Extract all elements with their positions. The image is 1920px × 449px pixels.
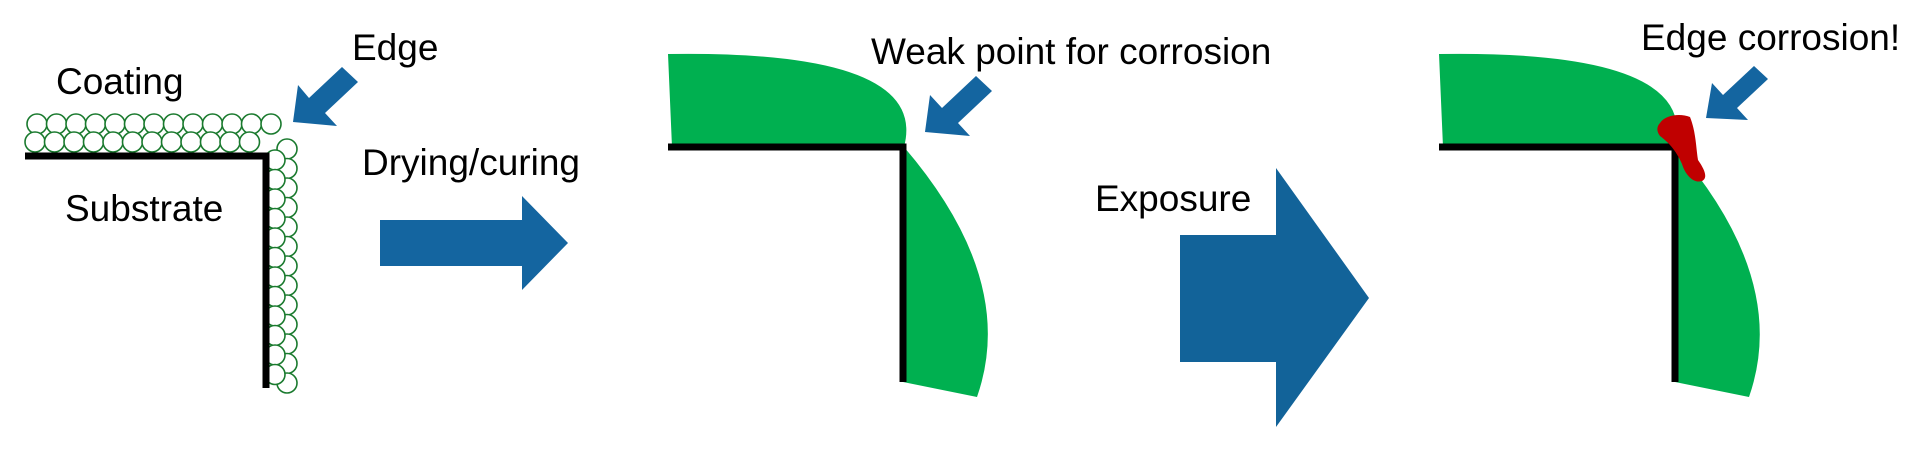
coating-bead [121, 131, 144, 153]
panel-edge-corrosion: Edge corrosion! [1439, 17, 1900, 397]
coating-bead [82, 131, 105, 153]
coating-bead [260, 113, 282, 135]
coating-bead [63, 131, 85, 153]
coating-bead [143, 113, 165, 135]
edge-corrosion-label: Edge corrosion! [1641, 17, 1900, 58]
coating-bead [221, 113, 243, 135]
coating-bead [180, 131, 202, 153]
coating-bead [65, 113, 87, 135]
coating-bead [219, 131, 241, 153]
coating-bead [160, 131, 183, 153]
coating-bead [123, 113, 146, 135]
coating-bead [45, 113, 68, 135]
panel-wet-coating: Coating Edge Substrate [24, 27, 438, 394]
edge-label: Edge [352, 27, 438, 68]
cured-coating-shape [668, 53, 988, 397]
coating-bead [43, 131, 66, 153]
panel-cured-coating: Weak point for corrosion [668, 31, 1271, 397]
substrate-label: Substrate [65, 188, 223, 229]
coating-beads [24, 113, 298, 394]
weak-point-pointer-arrow-icon [925, 76, 992, 136]
edge-pointer-arrow-icon [293, 67, 358, 126]
corrosion-pointer-arrow-icon [1706, 66, 1768, 120]
coating-bead [238, 131, 261, 153]
weak-point-label: Weak point for corrosion [871, 31, 1271, 72]
coating-bead [84, 113, 107, 135]
corrosion-spot [1657, 115, 1706, 182]
coating-bead [104, 113, 126, 135]
coating-bead [199, 131, 222, 153]
coating-bead [24, 131, 46, 153]
exposure-label: Exposure [1095, 178, 1251, 219]
coating-bead [141, 131, 163, 153]
drying-arrow-icon [380, 196, 568, 290]
cured-coating-shape [1439, 53, 1760, 397]
process-step-drying: Drying/curing [362, 142, 580, 290]
substrate-corner [1439, 143, 1679, 382]
coating-bead [201, 113, 224, 135]
coating-bead [182, 113, 204, 135]
coating-label: Coating [56, 61, 184, 102]
coating-bead [240, 113, 263, 135]
drying-curing-label: Drying/curing [362, 142, 580, 183]
substrate-corner [25, 152, 270, 388]
coating-bead [162, 113, 185, 135]
coating-bead [102, 131, 124, 153]
exposure-arrow-icon [1180, 168, 1369, 427]
process-step-exposure: Exposure [1095, 168, 1369, 427]
substrate-corner [668, 143, 907, 382]
coating-bead [26, 113, 48, 135]
